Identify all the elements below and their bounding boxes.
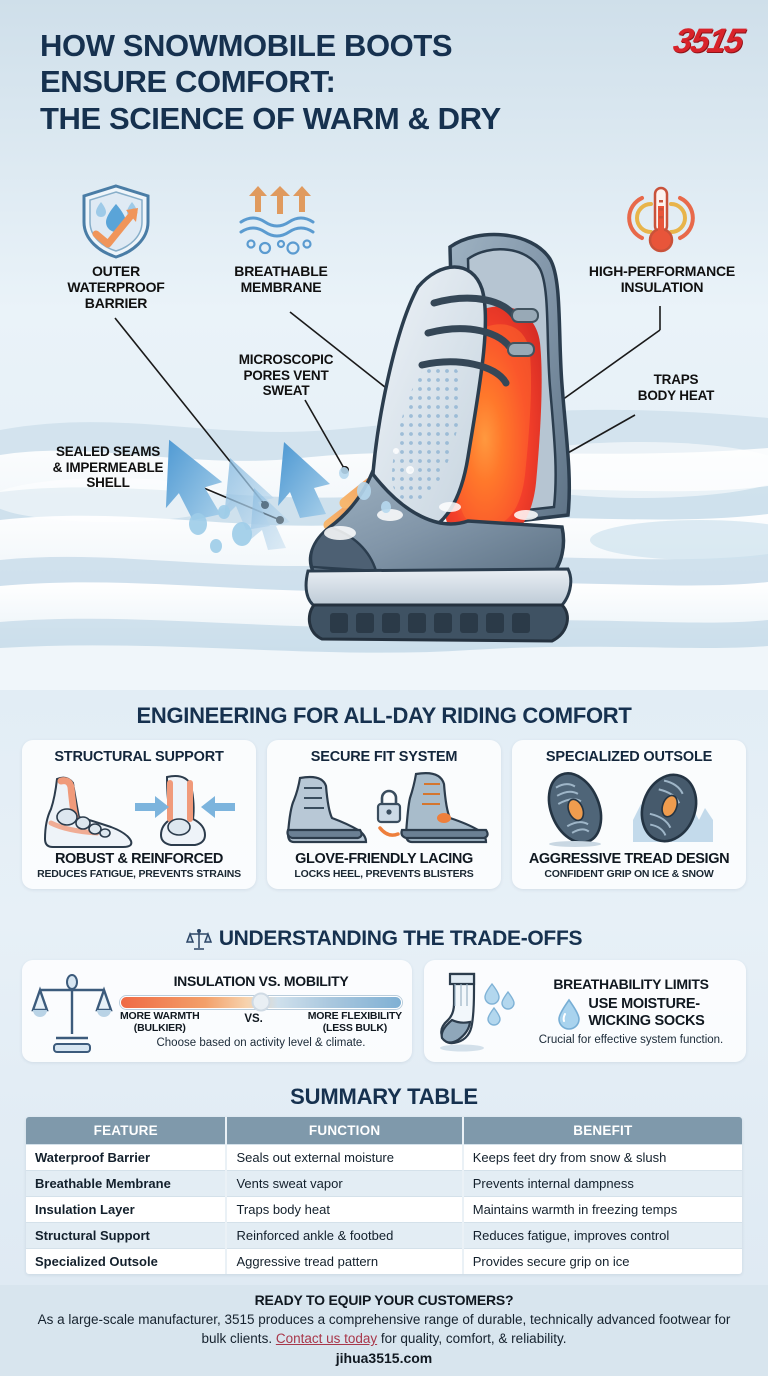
table-row: Specialized Outsole Aggressive tread pat… xyxy=(26,1248,742,1274)
table-row: Waterproof Barrier Seals out external mo… xyxy=(26,1144,742,1171)
vapor-arrows xyxy=(165,439,330,550)
water-droplets xyxy=(189,505,252,553)
slider-label-right: MORE FLEXIBILITY(LESS BULK) xyxy=(307,1009,402,1034)
sock-droplets-icon xyxy=(434,968,518,1054)
vapor-waves-icon xyxy=(235,186,325,258)
footer-text-before: As a large-scale manufacturer, 3515 prod… xyxy=(37,1312,731,1347)
card-subtitle: Robust & Reinforced xyxy=(54,851,223,867)
column-header-feature: Feature xyxy=(26,1117,228,1145)
card-subtitle: Glove-Friendly Lacing xyxy=(295,851,473,867)
cell-function: Traps body heat xyxy=(226,1196,464,1223)
moisture-wicking-socks-text: USE MOISTURE-WICKING SOCKS xyxy=(588,996,705,1029)
droplet-icon xyxy=(557,998,581,1030)
footer-body: As a large-scale manufacturer, 3515 prod… xyxy=(0,1308,768,1348)
tradeoff-left-note: Choose based on activity level & climate… xyxy=(156,1037,366,1050)
title-line-3: The Science of Warm & Dry xyxy=(40,100,501,136)
footer-cta-section: Ready to Equip Your Customers? As a larg… xyxy=(0,1285,768,1376)
table-row: Breathable Membrane Vents sweat vapor Pr… xyxy=(26,1170,742,1197)
cell-function: Aggressive tread pattern xyxy=(226,1248,464,1274)
summary-heading: Summary Table xyxy=(290,1084,478,1109)
card-title: Secure Fit System xyxy=(310,749,458,765)
card-caption: Locks heel, prevents blisters xyxy=(294,868,474,880)
engineering-section: Engineering for All-Day Riding Comfort S… xyxy=(0,690,768,918)
tradeoff-left-title: Insulation vs. Mobility xyxy=(173,972,349,989)
tradeoffs-section: Understanding the Trade-Offs xyxy=(0,918,768,1078)
foot-anatomy-icon xyxy=(28,768,250,850)
cell-feature: Breathable Membrane xyxy=(26,1170,228,1197)
hero-diagram-section: How Snowmobile Boots Ensure Comfort: The… xyxy=(0,0,768,690)
outsole-tread-icon xyxy=(518,768,740,850)
footer-text-after: for quality, comfort, & reliability. xyxy=(377,1331,567,1347)
card-title: Structural Support xyxy=(54,749,224,765)
cell-benefit: Prevents internal dampness xyxy=(462,1170,742,1197)
summary-table: Feature Function Benefit Waterproof Barr… xyxy=(26,1117,742,1274)
cell-feature: Insulation Layer xyxy=(26,1196,228,1223)
card-caption: Reduces fatigue, prevents strains xyxy=(37,868,241,880)
card-secure-fit-system[interactable]: Secure Fit System xyxy=(267,740,501,889)
snowmobile-boot-illustration xyxy=(300,215,620,660)
insulation-mobility-slider[interactable] xyxy=(120,992,402,1012)
table-row: Insulation Layer Traps body heat Maintai… xyxy=(26,1196,742,1223)
balance-scale-large-icon xyxy=(31,968,113,1054)
tradeoff-right-note: Crucial for effective system function. xyxy=(538,1033,724,1046)
thermometer-heat-icon xyxy=(618,182,704,262)
cell-function: Vents sweat vapor xyxy=(226,1170,464,1197)
cell-benefit: Provides secure grip on ice xyxy=(462,1248,742,1274)
cell-function: Seals out external moisture xyxy=(226,1144,464,1171)
card-specialized-outsole[interactable]: Specialized Outsole xyxy=(512,740,746,889)
title-line-1: How Snowmobile Boots xyxy=(40,28,453,63)
card-caption: Confident grip on ice & snow xyxy=(544,868,714,880)
cell-benefit: Reduces fatigue, improves control xyxy=(462,1222,742,1249)
summary-section: Summary Table Feature Function Benefit W… xyxy=(0,1078,768,1285)
title-line-2: Ensure Comfort: xyxy=(40,64,336,100)
tradeoffs-heading: Understanding the Trade-Offs xyxy=(218,927,583,950)
slider-knob[interactable] xyxy=(251,992,271,1012)
table-header-row: Feature Function Benefit xyxy=(26,1117,742,1145)
footer-heading: Ready to Equip Your Customers? xyxy=(254,1292,514,1308)
card-subtitle: Aggressive Tread Design xyxy=(528,851,730,867)
cell-benefit: Maintains warmth in freezing temps xyxy=(462,1196,742,1223)
card-structural-support[interactable]: Structural Support xyxy=(22,740,256,889)
tradeoffs-cards: Insulation vs. Mobility MORE WARMTH(BULK… xyxy=(0,952,768,1062)
cell-feature: Specialized Outsole xyxy=(26,1248,228,1274)
column-header-function: Function xyxy=(226,1117,464,1145)
page-title: How Snowmobile Boots Ensure Comfort: The… xyxy=(40,28,640,137)
engineering-heading: Engineering for All-Day Riding Comfort xyxy=(136,703,632,728)
slider-vs-label: VS. xyxy=(244,1012,263,1025)
cell-function: Reinforced ankle & footbed xyxy=(226,1222,464,1249)
tradeoff-right-title: Breathability Limits xyxy=(553,976,709,993)
engineering-cards: Structural Support xyxy=(0,729,768,889)
column-header-benefit: Benefit xyxy=(462,1117,742,1145)
table-row: Structural Support Reinforced ankle & fo… xyxy=(26,1222,742,1249)
boots-padlock-icon xyxy=(273,768,495,850)
card-title: Specialized Outsole xyxy=(545,749,713,765)
contact-us-link[interactable]: Contact us today xyxy=(275,1331,378,1347)
card-insulation-vs-mobility[interactable]: Insulation vs. Mobility MORE WARMTH(BULK… xyxy=(22,960,412,1062)
card-breathability-limits[interactable]: Breathability Limits USE MOISTURE-WICKIN… xyxy=(424,960,746,1062)
cell-feature: Structural Support xyxy=(26,1222,228,1249)
tradeoffs-heading-row: Understanding the Trade-Offs xyxy=(0,918,768,952)
balance-scale-icon xyxy=(185,926,212,952)
shield-droplet-icon xyxy=(66,182,166,260)
slider-labels: MORE WARMTH(BULKIER) VS. MORE FLEXIBILIT… xyxy=(120,1009,402,1035)
cell-benefit: Keeps feet dry from snow & slush xyxy=(462,1144,742,1171)
footer-website-url: jihua3515.com xyxy=(335,1350,433,1367)
slider-label-left: MORE WARMTH(BULKIER) xyxy=(120,1009,200,1034)
cell-feature: Waterproof Barrier xyxy=(26,1144,228,1171)
